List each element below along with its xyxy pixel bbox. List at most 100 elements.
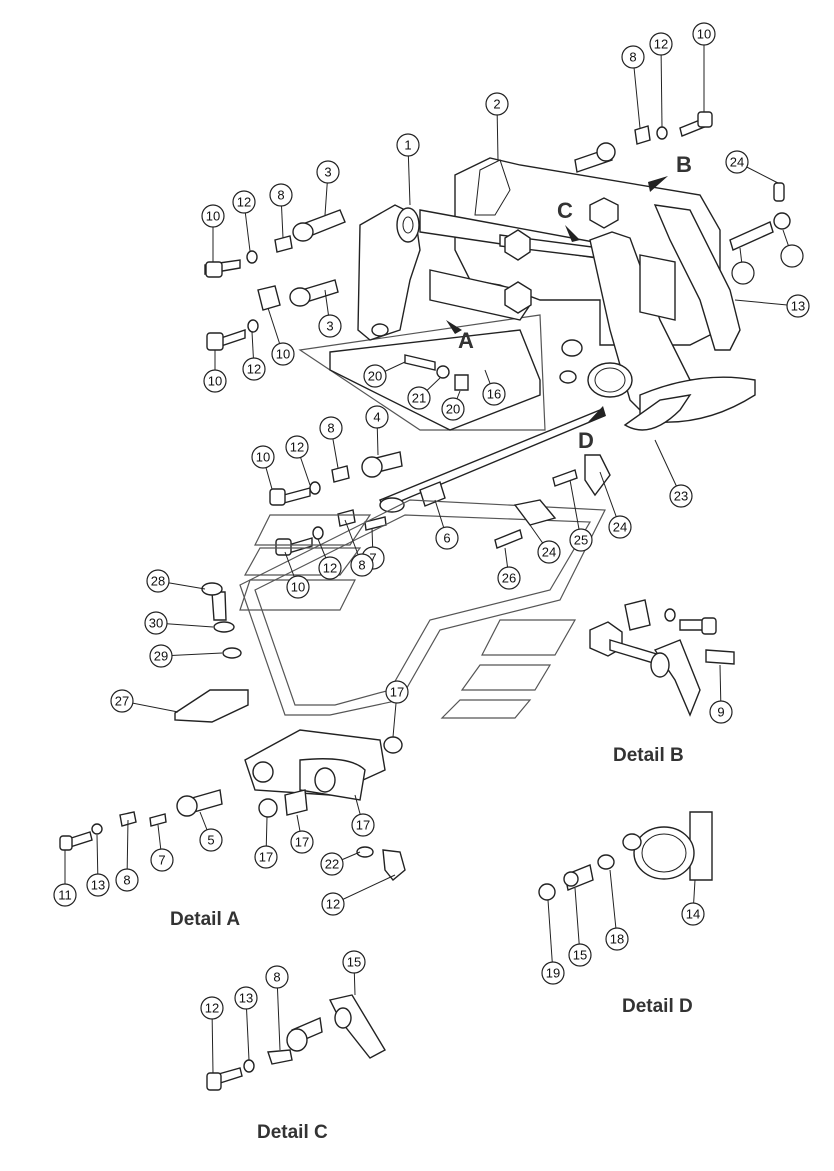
arrow-b-icon — [648, 176, 668, 192]
callout-leader-line — [632, 56, 641, 129]
callout-circle — [541, 961, 565, 985]
callout-circle — [605, 927, 629, 951]
callout-7: 7 — [150, 824, 174, 872]
callout-circle — [318, 556, 342, 580]
callout-number: 13 — [239, 991, 253, 1006]
callout-number: 8 — [358, 558, 365, 573]
detail-a-parts — [59, 582, 406, 881]
callout-17: 17 — [351, 794, 375, 837]
callout-circle — [568, 943, 592, 967]
callout-circle — [115, 868, 139, 892]
callout-circle — [86, 873, 110, 897]
floor-plate — [239, 499, 606, 719]
letter-b: B — [676, 152, 692, 177]
callout-17: 17 — [254, 816, 278, 869]
callout-circle — [320, 852, 344, 876]
callout-circle — [385, 680, 409, 704]
callout-circle — [351, 813, 375, 837]
callout-number: 12 — [205, 1001, 219, 1016]
callout-number: 25 — [574, 533, 588, 548]
callout-12: 12 — [200, 996, 224, 1074]
callout-20: 20 — [441, 390, 465, 421]
callout-leader-line — [547, 899, 554, 974]
callout-undefined — [780, 229, 804, 268]
callout-number: 14 — [686, 907, 700, 922]
callout-25: 25 — [569, 479, 593, 552]
left-parts — [204, 209, 403, 556]
callout-number: 23 — [674, 489, 688, 504]
callout-13: 13 — [86, 834, 110, 897]
main-assembly — [298, 157, 756, 513]
callout-number: 10 — [208, 374, 222, 389]
detail-c-title: Detail C — [257, 1122, 328, 1143]
callout-circle — [780, 244, 804, 268]
callout-circle — [53, 883, 77, 907]
detail-a-title: Detail A — [170, 909, 240, 930]
detail-d-title: Detail D — [622, 996, 693, 1017]
callout-8: 8 — [621, 45, 645, 129]
callout-circle — [497, 566, 521, 590]
callout-number: 8 — [123, 873, 130, 888]
callout-number: 4 — [373, 410, 380, 425]
callout-circle — [342, 950, 366, 974]
callout-number: 6 — [443, 531, 450, 546]
callout-1: 1 — [396, 133, 420, 206]
letter-a: A — [458, 328, 474, 353]
letter-c: C — [557, 198, 573, 223]
callout-circle — [681, 902, 705, 926]
callout-3: 3 — [316, 160, 340, 216]
callout-8: 8 — [269, 183, 293, 239]
callout-number: 24 — [542, 545, 556, 560]
callout-undefined — [731, 247, 755, 285]
callout-number: 11 — [58, 888, 72, 903]
callout-circle — [201, 204, 225, 228]
callout-number: 10 — [206, 209, 220, 224]
callout-number: 17 — [259, 850, 273, 865]
callout-24: 24 — [725, 150, 779, 184]
callout-12: 12 — [649, 32, 673, 128]
callout-number: 21 — [412, 391, 426, 406]
callout-number: 7 — [369, 551, 376, 566]
callout-3: 3 — [318, 289, 342, 338]
callout-circle — [149, 644, 173, 668]
callout-14: 14 — [681, 879, 705, 926]
callout-circle — [621, 45, 645, 69]
callout-12: 12 — [321, 874, 396, 916]
callout-28: 28 — [146, 569, 206, 593]
callout-number: 15 — [347, 955, 361, 970]
callout-number: 12 — [323, 561, 337, 576]
callout-number: 29 — [154, 649, 168, 664]
callout-circle — [254, 845, 278, 869]
callout-19: 19 — [541, 899, 565, 985]
callout-24: 24 — [529, 524, 561, 564]
callout-number: 10 — [276, 347, 290, 362]
callout-circle — [608, 515, 632, 539]
callout-8: 8 — [344, 519, 374, 577]
callout-circle — [482, 382, 506, 406]
callout-number: 10 — [697, 27, 711, 42]
callout-circle — [319, 416, 343, 440]
letter-d: D — [578, 428, 594, 453]
callout-30: 30 — [144, 611, 214, 635]
callout-number: 3 — [324, 165, 331, 180]
callout-number: 12 — [237, 195, 251, 210]
callout-circle — [350, 553, 374, 577]
callout-10: 10 — [284, 551, 310, 599]
callout-10: 10 — [251, 445, 275, 490]
callout-20: 20 — [363, 361, 406, 388]
callout-leader-line — [660, 43, 663, 128]
callout-13: 13 — [734, 294, 810, 318]
callout-17: 17 — [385, 680, 409, 738]
callout-circle — [669, 484, 693, 508]
callout-circle — [146, 569, 170, 593]
callout-circle — [321, 892, 345, 916]
callout-circle — [110, 689, 134, 713]
callout-10: 10 — [692, 22, 716, 112]
callout-12: 12 — [317, 538, 342, 580]
callout-circle — [234, 986, 258, 1010]
detail-b-title: Detail B — [613, 745, 684, 766]
detail-b-parts — [589, 599, 735, 717]
callout-circle — [199, 828, 223, 852]
callout-21: 21 — [407, 377, 441, 410]
